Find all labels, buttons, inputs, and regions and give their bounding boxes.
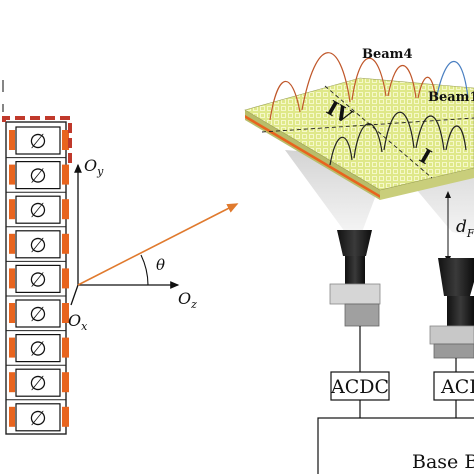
phase-shifter-symbol: ∅	[29, 302, 46, 326]
label-oy: Oy	[84, 156, 104, 178]
quadrant-line-h	[261, 117, 474, 133]
patch-right	[62, 406, 69, 427]
patch-right	[62, 372, 69, 393]
acdc-box-left	[330, 371, 390, 401]
antenna-element: ∅	[6, 230, 69, 262]
phase-shifter-symbol: ∅	[29, 198, 46, 222]
horn-left-flare	[337, 230, 372, 256]
beam1-lobe-2	[353, 123, 383, 159]
beam1-lobe-3	[383, 111, 415, 151]
patch-right	[62, 337, 69, 358]
acdc-label-left: ACDC	[330, 376, 389, 398]
acdc-label-right: ACD	[440, 376, 474, 398]
label-ox: Ox	[68, 311, 88, 333]
phase-shifter-box	[15, 161, 61, 190]
patch-left	[9, 268, 15, 289]
board-edge-orange	[245, 115, 380, 198]
antenna-element: ∅	[6, 195, 69, 228]
baseband-box	[317, 417, 474, 474]
beam1-lobe-5	[445, 125, 467, 151]
phase-shifter-box	[15, 264, 61, 293]
antenna-element: ∅	[6, 334, 69, 366]
phase-shifter-symbol: ∅	[29, 406, 46, 430]
beam4-lobe-1	[269, 80, 301, 121]
horn-left-mount	[344, 303, 380, 327]
phase-shifter-box	[15, 230, 61, 259]
horn-right-flare	[438, 258, 474, 296]
patch-right	[62, 268, 69, 289]
horn-right-mount	[433, 343, 474, 359]
patch-left	[9, 164, 15, 185]
patch-right	[62, 199, 69, 220]
beam4-lobe-2	[301, 52, 351, 111]
phase-shifter-box	[15, 334, 61, 363]
beam4-pattern	[269, 52, 437, 121]
horn-right-adapter	[429, 325, 474, 345]
phase-shifter-box	[15, 126, 61, 155]
phase-shifter-box	[15, 195, 61, 224]
phase-shifter-symbol: ∅	[29, 129, 46, 153]
horn-left-waveguide	[345, 256, 365, 284]
phase-shifter-symbol: ∅	[29, 233, 46, 257]
horn-right-waveguide	[447, 296, 474, 326]
phase-shifter-symbol: ∅	[29, 164, 46, 188]
coordinate-axes: Oy Oz Ox θ	[68, 156, 239, 333]
horn-antenna-right	[429, 258, 474, 359]
distance-label: dF	[456, 217, 474, 240]
metasurface-system: IV I Beam4 Beam1 dF	[244, 47, 474, 474]
beam4-label: Beam4	[362, 47, 412, 62]
antenna-element: ∅	[6, 299, 69, 332]
patch-left	[9, 233, 15, 254]
patch-left	[9, 372, 15, 393]
board-edge-right	[380, 168, 474, 200]
array-elements: ∅ ∅ ∅ ∅ ∅ ∅ ∅ ∅ ∅	[6, 126, 69, 432]
phase-shifter-symbol: ∅	[29, 371, 46, 395]
baseband-label: Base Ba	[412, 451, 474, 473]
axis-x	[70, 284, 79, 306]
horn-left-adapter	[329, 283, 381, 305]
beam-blue-lobe	[435, 61, 469, 101]
acdc-box-right	[433, 371, 474, 401]
phase-shifter-symbol: ∅	[29, 337, 46, 361]
phase-shifter-box	[15, 403, 61, 432]
patch-right	[62, 130, 69, 150]
patch-left	[9, 303, 15, 323]
beam-direction-arrow	[77, 203, 239, 286]
patch-left	[9, 337, 15, 358]
beam4-lobe-5	[417, 76, 437, 101]
patch-left	[9, 406, 15, 427]
antenna-array: ∅ ∅ ∅ ∅ ∅ ∅ ∅ ∅ ∅	[2, 80, 72, 435]
theta-arc	[140, 254, 149, 286]
patch-left	[9, 130, 15, 150]
patch-right	[62, 303, 69, 323]
patch-left	[9, 199, 15, 220]
highlight-dashed-box	[2, 116, 72, 163]
antenna-element: ∅	[6, 126, 69, 159]
antenna-element: ∅	[6, 161, 69, 193]
phase-shifter-box	[15, 368, 61, 397]
label-theta: θ	[156, 256, 165, 274]
phase-shifter-symbol: ∅	[29, 267, 46, 291]
beam-blue-pattern	[435, 61, 469, 101]
patch-right	[62, 164, 69, 185]
horn-antenna-left	[329, 230, 381, 327]
beam4-lobe-3	[351, 57, 387, 101]
antenna-element: ∅	[9, 403, 69, 432]
patch-right	[62, 233, 69, 254]
beam1-lobe-1	[329, 136, 353, 166]
antenna-element: ∅	[6, 264, 69, 297]
beam4-lobe-4	[387, 64, 417, 99]
beam1-pattern	[329, 111, 467, 166]
label-oz: Oz	[178, 289, 197, 311]
quadrant-line-v	[324, 85, 433, 179]
beam1-lobe-4	[415, 115, 445, 151]
beam1-label: Beam1	[428, 90, 474, 105]
phase-shifter-box	[15, 299, 61, 328]
antenna-element: ∅	[6, 368, 69, 401]
